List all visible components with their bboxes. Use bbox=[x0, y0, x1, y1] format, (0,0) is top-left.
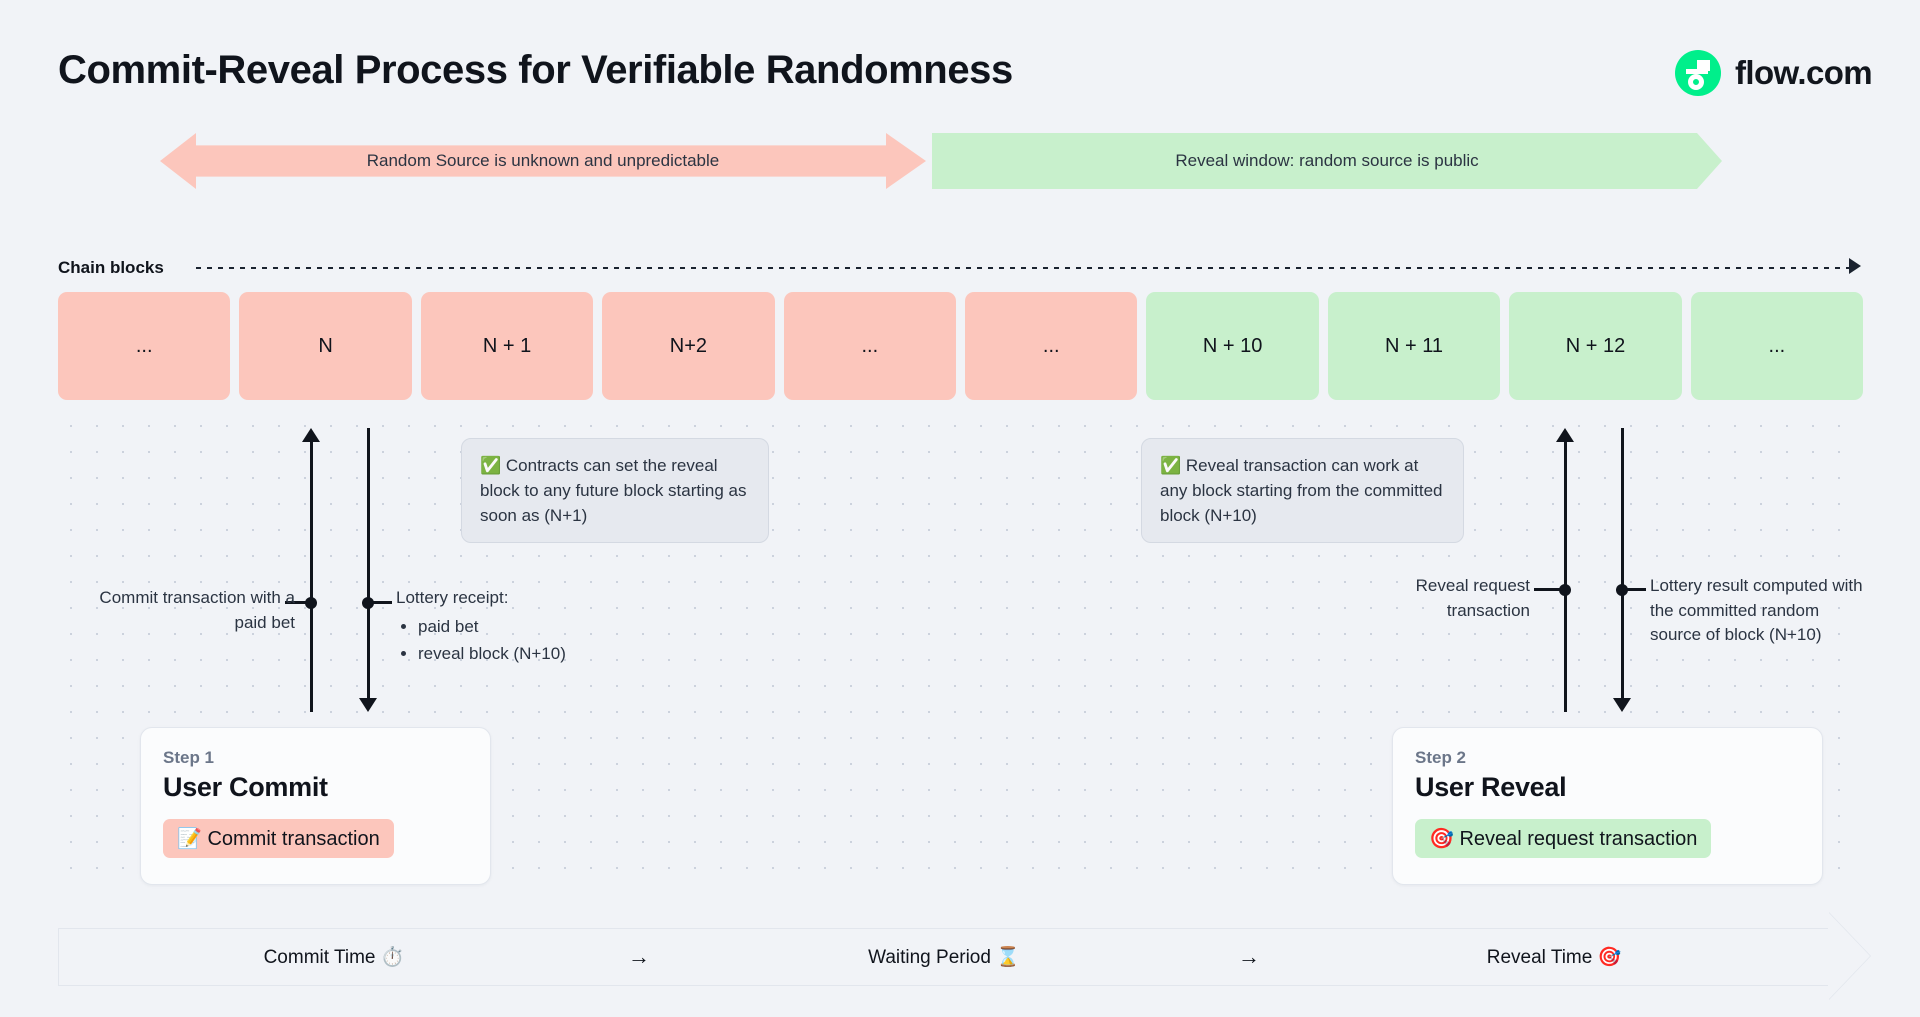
receipt-connector-line bbox=[367, 428, 370, 700]
commit-arrow-up-icon bbox=[302, 428, 320, 442]
commit-connector-line bbox=[310, 440, 313, 712]
step-card-user-commit[interactable]: Step 1 User Commit 📝 Commit transaction bbox=[140, 727, 491, 885]
page-title: Commit-Reveal Process for Verifiable Ran… bbox=[58, 48, 1013, 92]
reveal-connector-line bbox=[1564, 440, 1567, 712]
flow-logo-icon bbox=[1675, 50, 1722, 96]
banner-reveal-window-label: Reveal window: random source is public bbox=[1175, 151, 1479, 170]
chain-block[interactable]: ... bbox=[965, 292, 1138, 400]
chain-block[interactable]: N bbox=[239, 292, 412, 400]
phase-waiting-period: Waiting Period ⌛ bbox=[868, 947, 1020, 968]
step-card-user-reveal[interactable]: Step 2 User Reveal 🎯 Reveal request tran… bbox=[1392, 727, 1823, 885]
step-label: Step 1 bbox=[163, 748, 215, 767]
receipt-leader-line bbox=[368, 601, 392, 604]
chain-block[interactable]: N + 12 bbox=[1509, 292, 1682, 400]
step-heading: User Commit bbox=[163, 772, 328, 802]
chain-block[interactable]: ... bbox=[1690, 292, 1864, 400]
annotation-reveal-request: Reveal request transaction bbox=[1415, 576, 1530, 620]
commit-connector-dot bbox=[305, 597, 317, 609]
result-connector-line bbox=[1621, 428, 1624, 700]
brand-logo: flow.com bbox=[1675, 50, 1873, 96]
step-heading: User Reveal bbox=[1415, 772, 1567, 802]
annotation-lottery-receipt: Lottery receipt: paid bet reveal block (… bbox=[396, 586, 676, 667]
chain-block[interactable]: ... bbox=[783, 292, 957, 400]
annotation-lottery-result: Lottery result computed with the committ… bbox=[1650, 576, 1863, 645]
step-chip-commit-transaction[interactable]: 📝 Commit transaction bbox=[163, 819, 394, 858]
annotation-commit-transaction: Commit transaction with a paid bet bbox=[99, 588, 295, 632]
callout-reveal-flexibility: ✅ Reveal transaction can work at any blo… bbox=[1141, 438, 1464, 544]
banner-unpredictable: Random Source is unknown and unpredictab… bbox=[160, 133, 926, 189]
commit-leader-line bbox=[285, 601, 311, 604]
banner-unpredictable-label: Random Source is unknown and unpredictab… bbox=[366, 151, 720, 170]
receipt-arrow-down-icon bbox=[359, 698, 377, 712]
reveal-leader-line bbox=[1534, 588, 1560, 591]
phase-timeline-arrow-icon bbox=[1828, 912, 1870, 1000]
list-item: reveal block (N+10) bbox=[418, 642, 676, 667]
chain-block[interactable]: N + 1 bbox=[420, 292, 594, 400]
banner-reveal-window: Reveal window: random source is public bbox=[932, 133, 1722, 189]
chain-timeline-dotted-line bbox=[196, 267, 1856, 269]
phase-commit-time: Commit Time ⏱️ bbox=[263, 947, 405, 968]
chain-blocks-label: Chain blocks bbox=[58, 258, 164, 277]
phase-timeline: Commit Time ⏱️ → Waiting Period ⌛ → Reve… bbox=[58, 928, 1830, 986]
phase-arrow-icon: → bbox=[628, 944, 650, 969]
list-item: paid bet bbox=[418, 615, 676, 640]
chain-block[interactable]: N + 10 bbox=[1146, 292, 1319, 400]
lottery-receipt-list: paid bet reveal block (N+10) bbox=[396, 615, 676, 667]
brand-name: flow.com bbox=[1735, 54, 1873, 91]
reveal-connector-dot bbox=[1559, 584, 1571, 596]
phase-arrow-icon: → bbox=[1238, 944, 1260, 969]
reveal-arrow-up-icon bbox=[1556, 428, 1574, 442]
lottery-receipt-title: Lottery receipt: bbox=[396, 588, 509, 607]
chain-timeline-arrow-icon bbox=[1849, 258, 1861, 274]
result-leader-line bbox=[1622, 588, 1646, 591]
phase-reveal-time: Reveal Time 🎯 bbox=[1486, 947, 1622, 968]
chain-block[interactable]: ... bbox=[58, 292, 231, 400]
callout-commit-flexibility: ✅ Contracts can set the reveal block to … bbox=[461, 438, 769, 544]
step-label: Step 2 bbox=[1415, 748, 1467, 767]
chain-block[interactable]: N + 11 bbox=[1327, 292, 1501, 400]
result-arrow-down-icon bbox=[1613, 698, 1631, 712]
chain-block[interactable]: N+2 bbox=[602, 292, 775, 400]
chain-blocks-row: ... N N + 1 N+2 ... ... N + 10 N + 11 N … bbox=[58, 292, 1864, 400]
step-chip-reveal-request-transaction[interactable]: 🎯 Reveal request transaction bbox=[1415, 819, 1712, 858]
